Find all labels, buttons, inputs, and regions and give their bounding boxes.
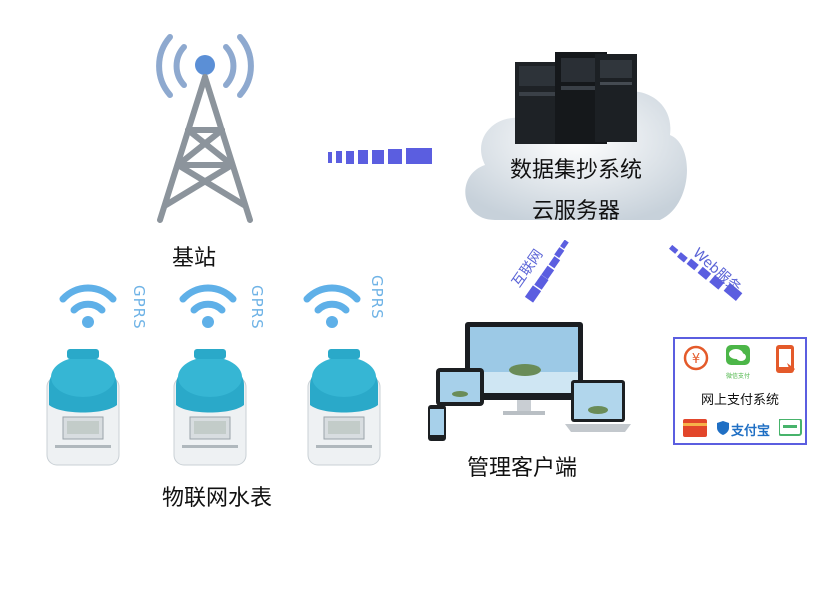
- cloud-subtitle: 云服务器: [532, 199, 621, 224]
- payment-system-title: 网上支付系统: [700, 393, 779, 408]
- wechat-caption: 微信支付: [725, 373, 750, 380]
- gprs-label: GPRS: [248, 285, 266, 330]
- wifi-icon: [302, 282, 362, 332]
- client-label: 管理客户端: [467, 456, 578, 481]
- svg-text:¥: ¥: [692, 352, 700, 367]
- yen-icon: ¥: [683, 345, 709, 371]
- water-meter: [307, 348, 381, 466]
- shield-icon: [717, 421, 729, 435]
- card-icon: [683, 419, 707, 437]
- laptop-icon: [565, 380, 631, 432]
- wireless-link: [328, 148, 432, 164]
- base-station-label: 基站: [172, 246, 217, 271]
- meters-label: 物联网水表: [162, 486, 273, 511]
- web-service-link: [669, 245, 743, 301]
- wifi-icon: [58, 282, 118, 332]
- monitor-icon: [465, 322, 583, 415]
- wifi-icon: [178, 282, 238, 332]
- gprs-label: GPRS: [368, 275, 386, 320]
- gprs-label: GPRS: [130, 285, 148, 330]
- server-icon: [515, 52, 637, 144]
- water-meter: [173, 348, 247, 466]
- internet-link: [524, 240, 569, 303]
- alipay-icon: 支付宝: [731, 424, 771, 439]
- water-meter: [46, 348, 120, 466]
- tablet-icon: [436, 368, 484, 406]
- wechat-icon: 微信支付: [723, 345, 753, 380]
- online-bank-icon: [779, 419, 802, 436]
- phone-icon: [428, 405, 446, 441]
- cell-tower-icon: [156, 34, 254, 223]
- cloud-title: 数据集抄系统: [510, 158, 643, 183]
- mobile-pay-icon: [776, 345, 795, 373]
- payment-system-box: ¥ 微信支付 网上支付系统 支付宝: [673, 337, 807, 445]
